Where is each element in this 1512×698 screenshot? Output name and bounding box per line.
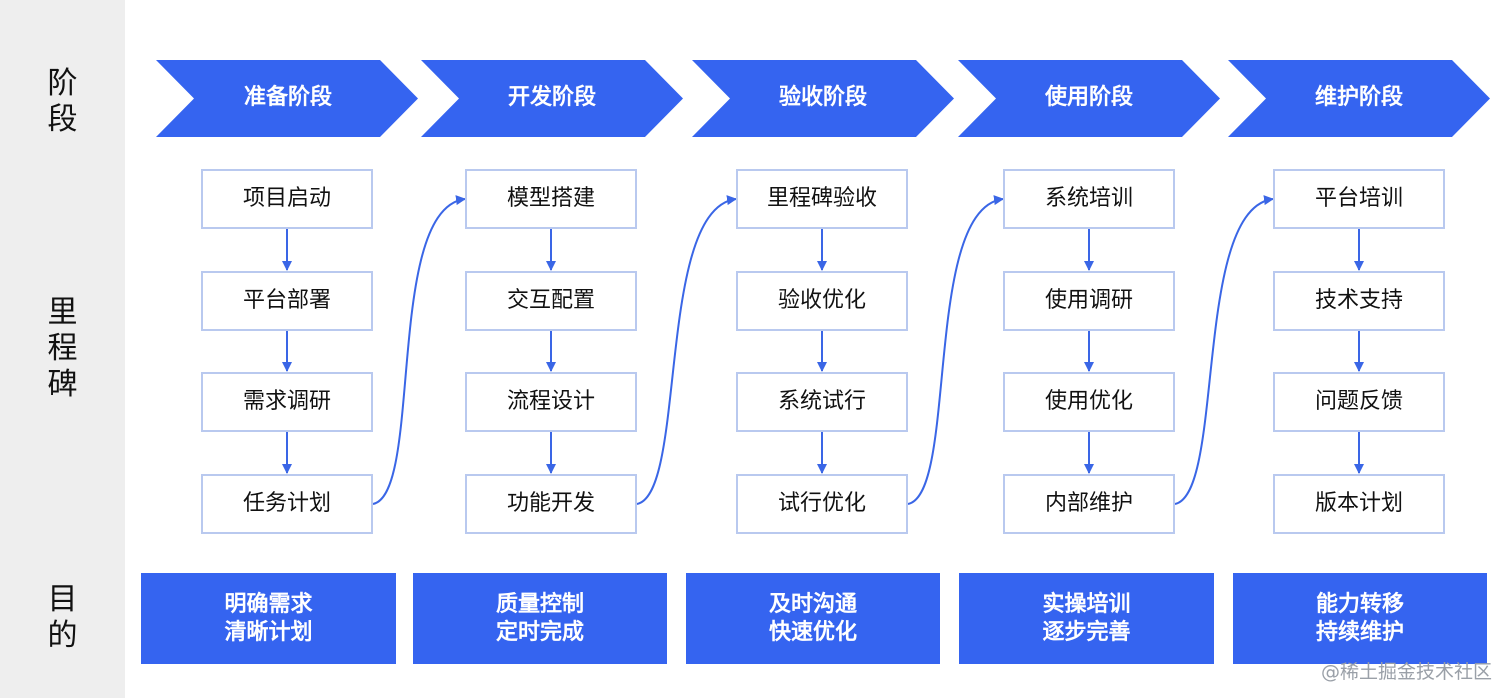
purpose-line: 实操培训 bbox=[1042, 591, 1131, 617]
purpose-line: 能力转移 bbox=[1315, 591, 1404, 617]
milestone-box: 平台部署 bbox=[201, 271, 373, 331]
milestone-box: 任务计划 bbox=[201, 474, 373, 534]
stage-label: 准备阶段 bbox=[243, 85, 332, 110]
purpose-line: 清晰计划 bbox=[224, 619, 313, 645]
milestone-box: 使用优化 bbox=[1003, 372, 1175, 432]
row-label-milestone: 里 程 碑 bbox=[0, 295, 125, 403]
milestone-box: 版本计划 bbox=[1273, 474, 1445, 534]
purpose-box: 明确需求 清晰计划 bbox=[141, 573, 396, 664]
purpose-line: 逐步完善 bbox=[1042, 619, 1131, 645]
purpose-box: 能力转移 持续维护 bbox=[1233, 573, 1487, 664]
milestone-box: 系统培训 bbox=[1003, 169, 1175, 229]
milestone-box: 内部维护 bbox=[1003, 474, 1175, 534]
row-label-stage: 阶 段 bbox=[0, 66, 125, 138]
stage-connector-arrow bbox=[636, 195, 737, 505]
row-label-char: 里 bbox=[47, 295, 78, 330]
stage-chevron bbox=[156, 60, 418, 137]
milestone-box: 试行优化 bbox=[736, 474, 908, 534]
milestone-box: 模型搭建 bbox=[465, 169, 637, 229]
stage-label: 开发阶段 bbox=[507, 85, 596, 110]
milestone-box: 需求调研 bbox=[201, 372, 373, 432]
stage-chevron bbox=[1228, 60, 1490, 137]
milestone-box: 系统试行 bbox=[736, 372, 908, 432]
stage-chevron bbox=[692, 60, 954, 137]
row-label-char: 目 bbox=[47, 582, 78, 617]
purpose-box: 及时沟通 快速优化 bbox=[686, 573, 940, 664]
stage-connector-arrow bbox=[907, 195, 1004, 505]
milestone-box: 问题反馈 bbox=[1273, 372, 1445, 432]
purpose-line: 及时沟通 bbox=[768, 591, 857, 617]
milestone-box: 项目启动 bbox=[201, 169, 373, 229]
row-label-char: 碑 bbox=[47, 367, 78, 402]
row-label-char: 阶 bbox=[47, 66, 78, 101]
stage-label: 使用阶段 bbox=[1044, 85, 1133, 110]
row-label-char: 段 bbox=[47, 102, 78, 137]
milestone-box: 使用调研 bbox=[1003, 271, 1175, 331]
stage-chevron bbox=[958, 60, 1220, 137]
purpose-line: 明确需求 bbox=[224, 591, 313, 617]
stage-label: 维护阶段 bbox=[1314, 85, 1403, 110]
milestone-box: 技术支持 bbox=[1273, 271, 1445, 331]
milestone-box: 平台培训 bbox=[1273, 169, 1445, 229]
row-label-column: 阶 段 里 程 碑 目 的 bbox=[0, 0, 125, 698]
purpose-line: 质量控制 bbox=[495, 591, 584, 617]
row-label-char: 程 bbox=[47, 331, 78, 366]
purpose-line: 定时完成 bbox=[495, 619, 584, 645]
row-label-char: 的 bbox=[47, 618, 78, 653]
purpose-line: 持续维护 bbox=[1315, 619, 1404, 645]
purpose-line: 快速优化 bbox=[768, 619, 857, 645]
stage-connector-arrow bbox=[1174, 195, 1274, 505]
milestone-box: 里程碑验收 bbox=[736, 169, 908, 229]
milestone-box: 功能开发 bbox=[465, 474, 637, 534]
milestone-box: 交互配置 bbox=[465, 271, 637, 331]
purpose-box: 实操培训 逐步完善 bbox=[959, 573, 1214, 664]
stage-label: 验收阶段 bbox=[778, 85, 867, 110]
row-label-purpose: 目 的 bbox=[0, 582, 125, 654]
stage-chevron bbox=[421, 60, 683, 137]
milestone-box: 流程设计 bbox=[465, 372, 637, 432]
milestone-box: 验收优化 bbox=[736, 271, 908, 331]
watermark: @稀土掘金技术社区 bbox=[1320, 661, 1492, 683]
purpose-box: 质量控制 定时完成 bbox=[413, 573, 667, 664]
stage-connector-arrow bbox=[372, 195, 466, 505]
